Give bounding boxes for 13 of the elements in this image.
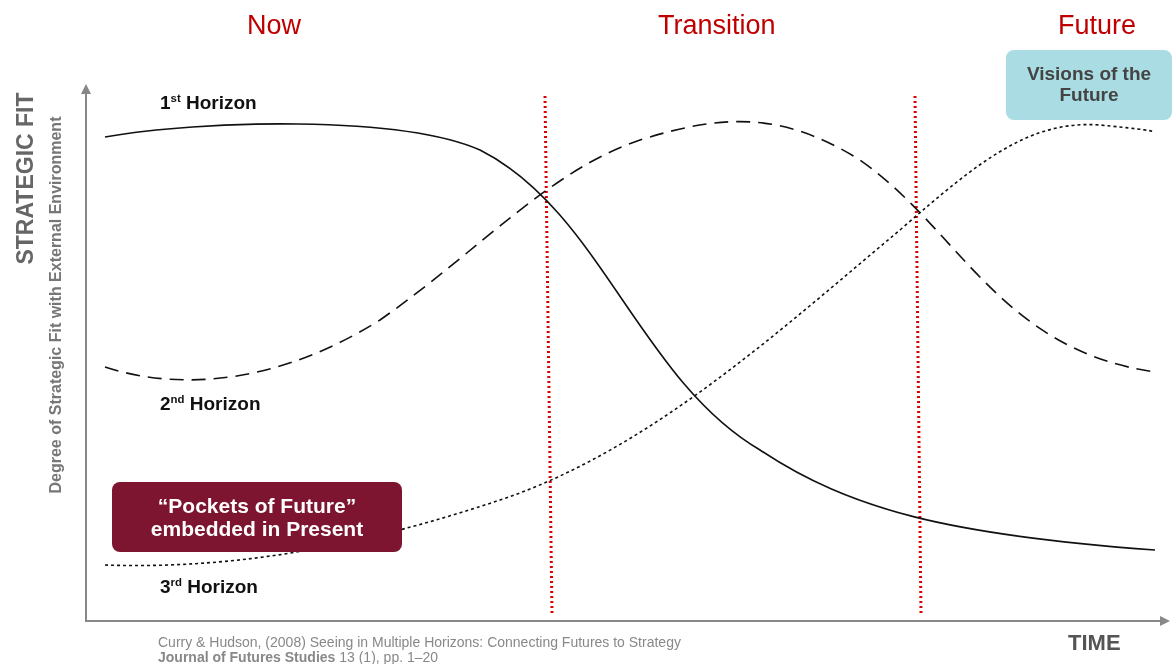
axis-title: Degree of Strategic Fit with External Environment xyxy=(47,116,65,494)
curve-label: 3$^{rd}$ Horizon xyxy=(160,576,258,599)
column-heading: Future xyxy=(1058,10,1137,41)
callout-box: Visions of the Future xyxy=(1006,50,1172,120)
callout-box: “Pockets of Future” embedded in Present xyxy=(112,482,402,552)
curve-label: 2$^{nd}$ Horizon xyxy=(160,393,261,416)
axis-title: STRATEGIC FIT xyxy=(11,91,39,265)
curve-label: 1$^{st}$ Horizon xyxy=(160,92,257,115)
citation-text: Curry & Hudson, (2008) Seeing in Multiple Horizons: Connecting Futures to Strategy xyxy=(158,634,681,650)
axis-title: TIME xyxy=(1068,630,1121,656)
column-heading: Transition xyxy=(658,10,776,41)
column-heading: Now xyxy=(247,10,301,41)
citation-text: Journal of Futures Studies 13 (1), pp. 1–20 xyxy=(158,649,439,664)
